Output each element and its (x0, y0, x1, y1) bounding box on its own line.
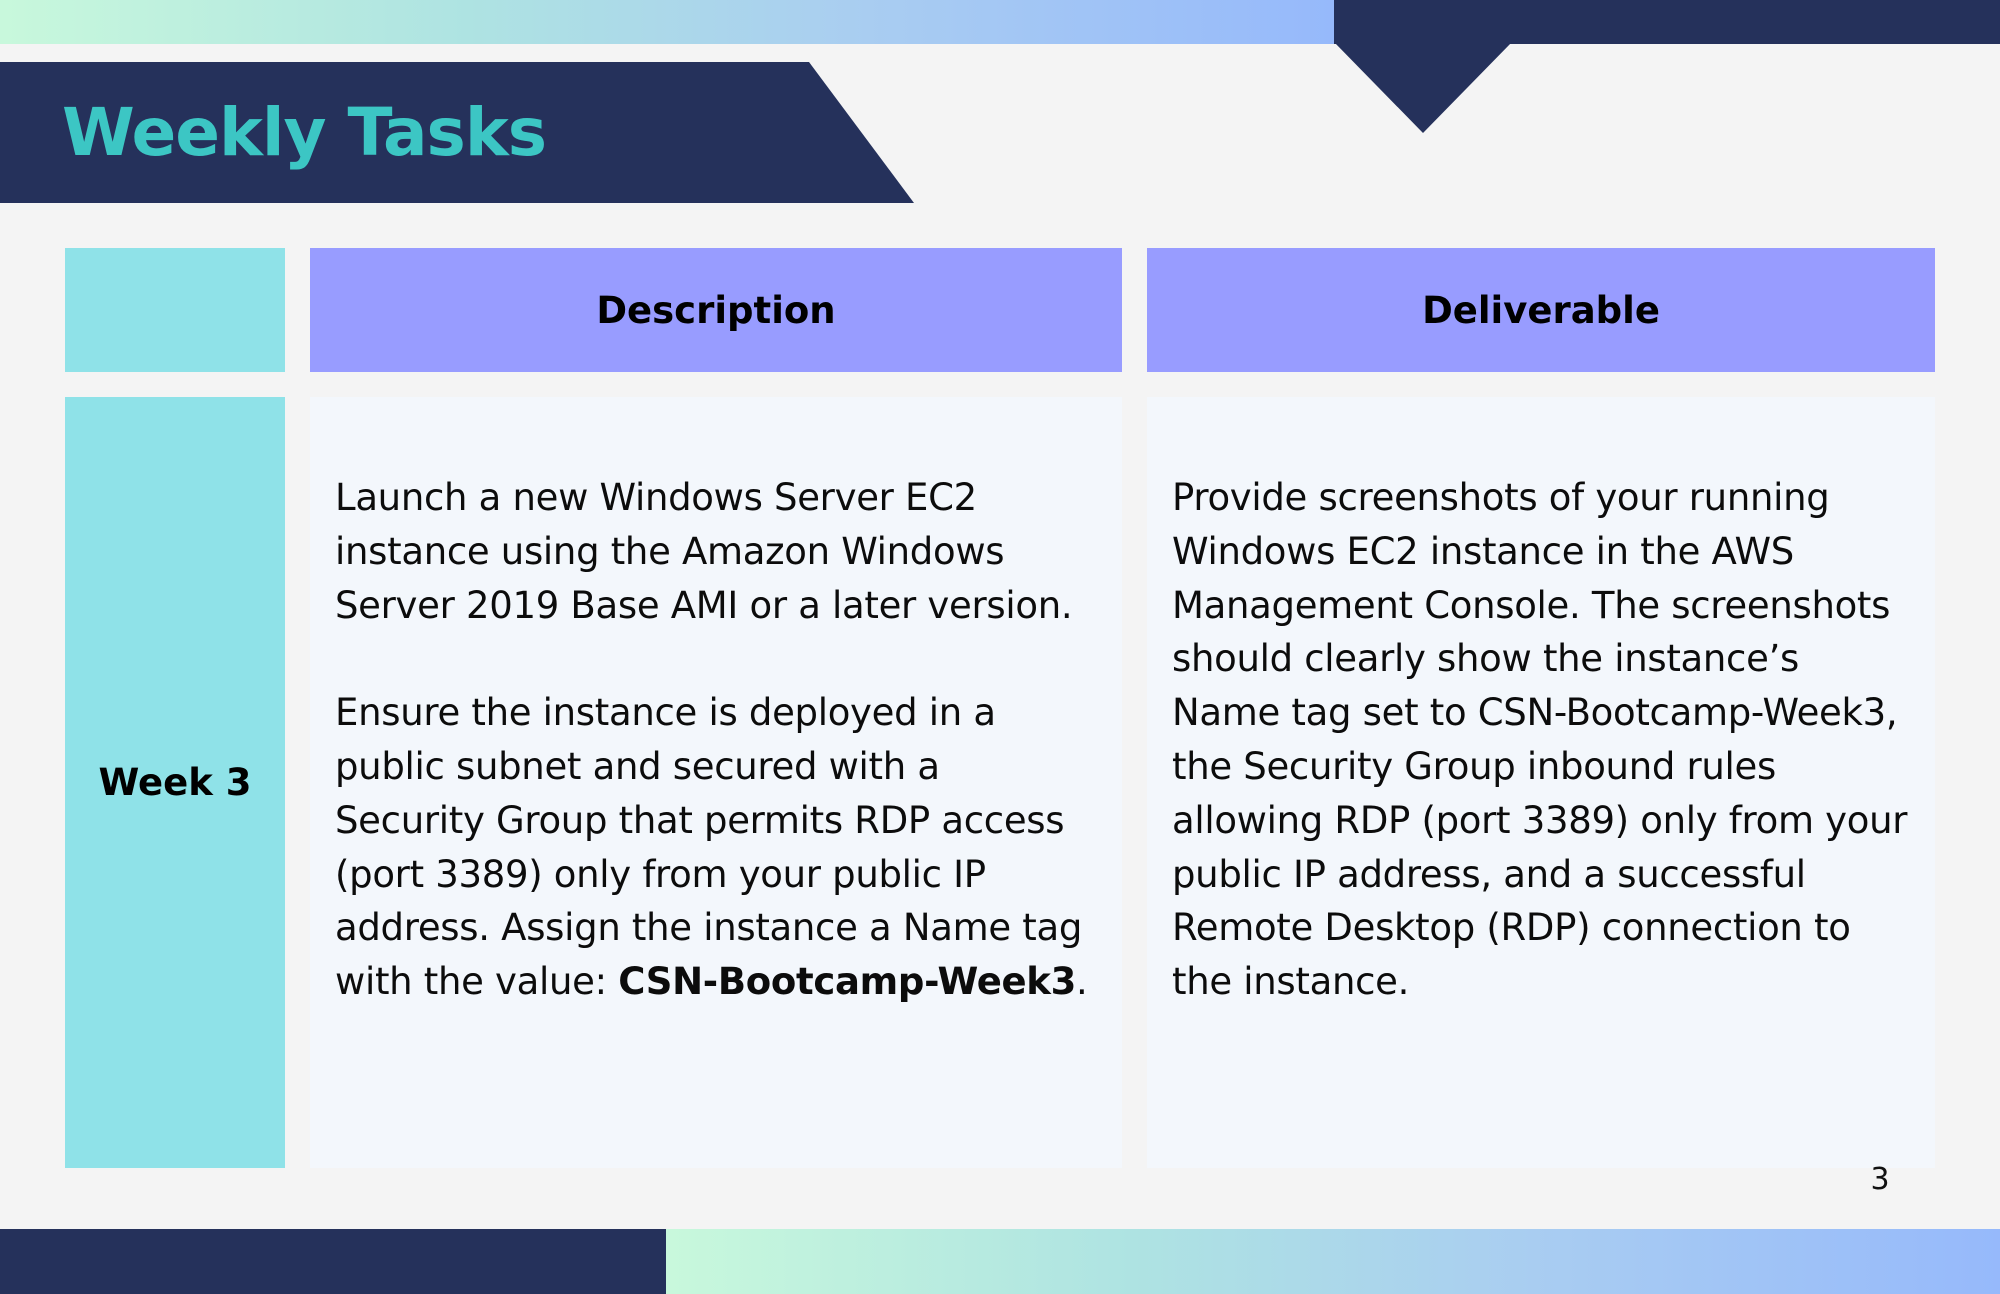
description-paragraph-2-text: Ensure the instance is deployed in a pub… (335, 691, 1083, 1004)
table-corner-cell (65, 248, 285, 372)
week-label: Week 3 (65, 397, 285, 1168)
deliverable-cell: Provide screenshots of your running Wind… (1147, 397, 1935, 1168)
title-banner (0, 62, 914, 203)
bottom-navy-bar (0, 1229, 666, 1294)
top-navy-bar (1334, 0, 2000, 44)
top-gradient-bar (0, 0, 1334, 44)
page-title: Weekly Tasks (62, 94, 547, 171)
description-paragraph-2: Ensure the instance is deployed in a pub… (335, 686, 1097, 1009)
page-number: 3 (1870, 1162, 1890, 1197)
name-tag-value: CSN-Bootcamp-Week3 (618, 960, 1077, 1004)
description-paragraph-1: Launch a new Windows Server EC2 instance… (335, 476, 1073, 627)
bottom-gradient-bar (666, 1229, 2000, 1294)
deliverable-text: Provide screenshots of your running Wind… (1172, 476, 1908, 1004)
header-description: Description (310, 248, 1122, 372)
description-paragraph-2-end: . (1076, 960, 1088, 1004)
description-cell: Launch a new Windows Server EC2 instance… (310, 397, 1122, 1168)
header-deliverable: Deliverable (1147, 248, 1935, 372)
top-chevron-decoration (1334, 42, 1512, 133)
